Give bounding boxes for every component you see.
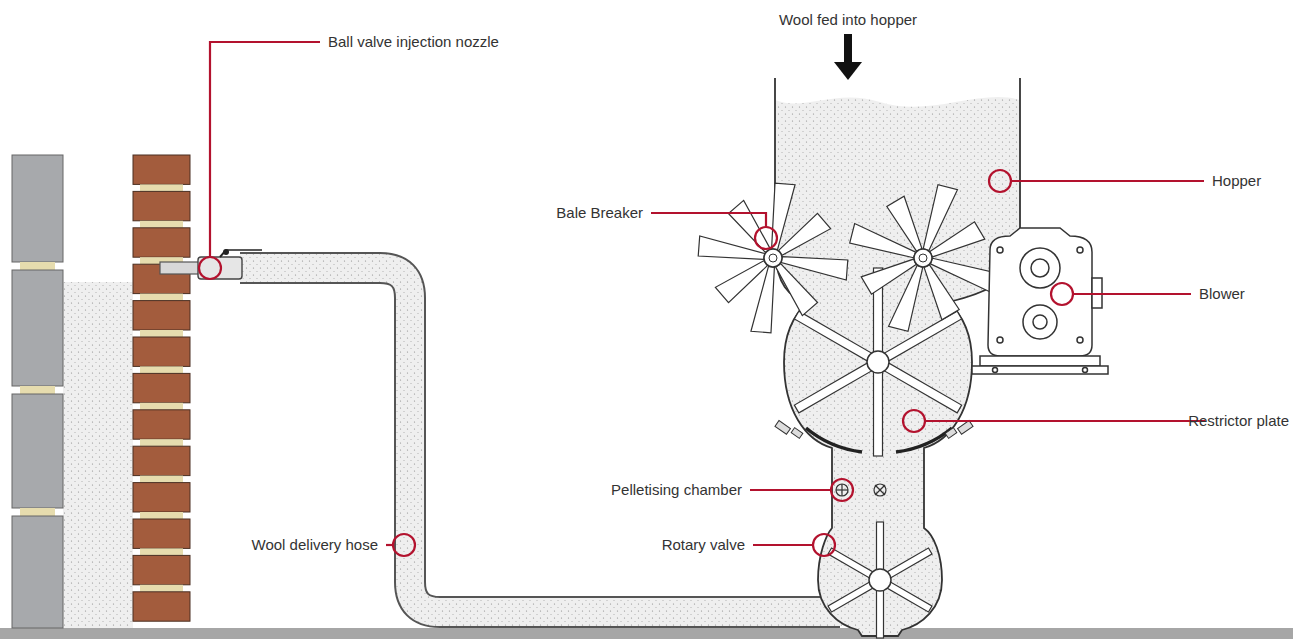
cavity-wool — [63, 282, 133, 628]
part-label: Ball valve injection nozzle — [328, 33, 499, 51]
block-wall — [12, 155, 63, 628]
concrete-block — [12, 394, 63, 508]
brick — [133, 519, 190, 548]
mortar — [140, 221, 183, 228]
mortar — [20, 386, 55, 394]
delivery-hose — [240, 268, 842, 612]
part-label: Blower — [1199, 285, 1245, 303]
brick — [133, 191, 190, 220]
feed-arrow — [834, 34, 862, 80]
part-label: Wool delivery hose — [252, 536, 378, 554]
mortar — [20, 262, 55, 270]
brick — [133, 410, 190, 439]
part-label: Restrictor plate — [1188, 412, 1289, 430]
brick — [133, 228, 190, 257]
mortar — [140, 512, 183, 519]
mortar — [140, 476, 183, 483]
concrete-block — [12, 270, 63, 386]
rotary-valve-rotor — [828, 522, 932, 638]
mortar — [140, 585, 183, 592]
mortar — [140, 439, 183, 446]
part-label: Pelletising chamber — [611, 481, 742, 499]
brick — [133, 301, 190, 330]
brick — [133, 592, 190, 621]
part-label: Bale Breaker — [556, 204, 643, 222]
ground-bar — [0, 628, 1293, 639]
blower — [972, 228, 1108, 374]
mortar — [140, 403, 183, 410]
rotor-blades — [696, 181, 998, 638]
mortar — [140, 184, 183, 191]
mortar — [20, 508, 55, 516]
brick — [133, 483, 190, 512]
callout-leaders — [199, 42, 1205, 556]
mortar — [140, 548, 183, 555]
mortar — [140, 366, 183, 373]
brick — [133, 446, 190, 475]
brick — [133, 555, 190, 584]
brick-wall — [133, 155, 190, 621]
part-label: Wool fed into hopper — [779, 11, 917, 29]
brick — [133, 373, 190, 402]
bale-breaker — [848, 183, 998, 333]
concrete-block — [12, 155, 63, 262]
part-label: Hopper — [1212, 172, 1261, 190]
mortar — [140, 294, 183, 301]
mortar — [140, 330, 183, 337]
bale-breaker — [696, 181, 850, 335]
part-label: Rotary valve — [662, 536, 745, 554]
brick — [133, 337, 190, 366]
brick — [133, 155, 190, 184]
concrete-block — [12, 516, 63, 628]
pelletiser — [836, 484, 886, 496]
restrictor-plate — [775, 421, 973, 452]
